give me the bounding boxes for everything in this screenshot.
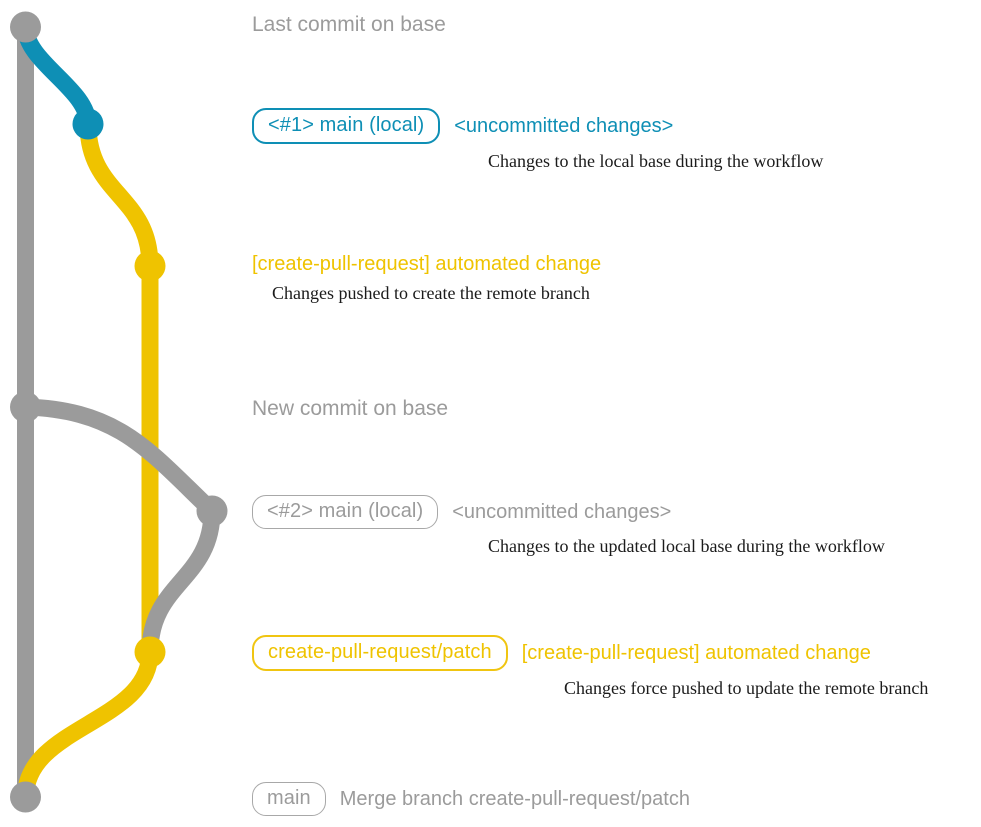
commit-note: Changes to the local base during the wor… bbox=[488, 151, 824, 171]
commit-note: Changes to the updated local base during… bbox=[488, 536, 885, 556]
commit-note: Changes force pushed to update the remot… bbox=[564, 678, 929, 698]
annotation-row-local-1: <#1> main (local) <uncommitted changes> Ch… bbox=[252, 108, 823, 172]
commit-subject: <uncommitted changes> bbox=[454, 115, 674, 137]
ref-badge[interactable]: main bbox=[252, 782, 326, 816]
annotation-head: <#1> main (local) <uncommitted changes> bbox=[252, 108, 823, 144]
edge-base-2-to-local-2 bbox=[17, 398, 221, 520]
ref-badge[interactable]: <#2> main (local) bbox=[252, 495, 439, 529]
edge-patch-2-to-merge bbox=[17, 643, 159, 806]
annotation-title-row-base-2: New commit on base bbox=[252, 397, 449, 420]
commit-node-patch-commit-2[interactable] bbox=[134, 636, 166, 668]
commit-node-merge-commit[interactable] bbox=[10, 781, 41, 813]
commit-node-local-commit-1[interactable] bbox=[72, 108, 104, 140]
ref-badge[interactable]: create-pull-request/patch bbox=[252, 635, 508, 671]
commit-subject: Merge branch create-pull-request/patch bbox=[339, 788, 690, 810]
commit-subject: [create-pull-request] automated change bbox=[252, 253, 602, 275]
annotation-head: main Merge branch create-pull-request/pat… bbox=[252, 782, 690, 816]
annotation-row-merge: main Merge branch create-pull-request/pat… bbox=[252, 782, 690, 816]
annotation-head: create-pull-request/patch [create-pull-re… bbox=[252, 635, 928, 671]
edge-local-2-to-patch-2 bbox=[141, 502, 221, 661]
commit-subject: <uncommitted changes> bbox=[452, 501, 672, 523]
edge-local-1-to-patch-1 bbox=[79, 115, 159, 275]
commit-node-last-commit-on-base[interactable] bbox=[10, 11, 41, 43]
annotation-head: [create-pull-request] automated change bbox=[252, 252, 601, 276]
annotation-title-row-base-1: Last commit on base bbox=[252, 13, 446, 36]
commit-node-local-commit-2[interactable] bbox=[196, 495, 228, 527]
commit-note: Changes pushed to create the remote bran… bbox=[272, 283, 590, 303]
commit-subject: [create-pull-request] automated change bbox=[521, 642, 871, 664]
commit-node-new-commit-on-base[interactable] bbox=[10, 391, 41, 423]
commit-node-patch-commit-1[interactable] bbox=[134, 250, 166, 282]
annotation-row-patch-2: create-pull-request/patch [create-pull-re… bbox=[252, 635, 928, 699]
annotation-head: <#2> main (local) <uncommitted changes> bbox=[252, 495, 885, 529]
ref-badge[interactable]: <#1> main (local) bbox=[252, 108, 441, 144]
annotation-row-local-2: <#2> main (local) <uncommitted changes> Ch… bbox=[252, 495, 885, 557]
